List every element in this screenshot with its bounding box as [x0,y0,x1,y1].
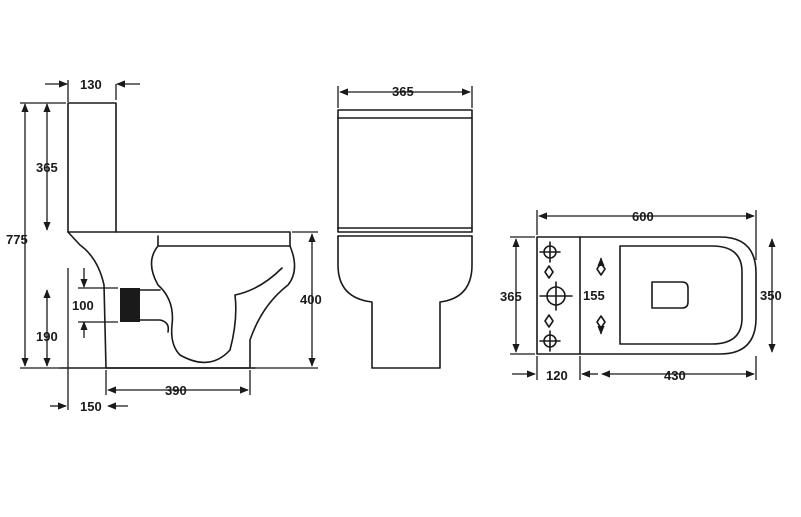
dim-130-ext [67,80,117,102]
dim-100-ext [78,287,118,323]
dim-365-front-ext [337,86,473,108]
dim-600-label: 600 [632,209,654,224]
side-outlet-pipe [120,288,140,322]
dim-120-ext [536,356,581,380]
dim-390-label: 390 [165,383,187,398]
top-fixing-star-3 [596,262,606,276]
dim-130-label: 130 [80,77,102,92]
top-fixing-star-4 [596,315,606,329]
top-fixing-hole-top [539,241,561,263]
dim-775-label: 775 [6,232,28,247]
top-seat-outline [619,245,743,345]
side-outlet-tube [139,289,170,333]
top-seat-hinge [651,281,689,309]
dim-365-top-ext [510,236,535,355]
front-cistern-outline [337,109,473,233]
side-cistern-outline [67,102,117,233]
side-view: 130 365 775 100 190 400 390 150 [6,77,322,414]
dim-100-label: 100 [72,298,94,313]
front-seat-line [337,227,473,237]
dim-150-label: 150 [80,399,102,414]
top-fixing-star-1 [544,265,554,279]
dim-120-label: 120 [546,368,568,383]
top-view: 600 365 155 350 120 430 [500,209,782,383]
dim-400-ext [252,231,318,369]
dim-365-side-label: 365 [36,160,58,175]
front-view: 365 [337,84,473,369]
side-pan-body [67,231,296,369]
dim-190-label: 190 [36,329,58,344]
side-pan-rim [115,231,291,247]
top-fixing-star-2 [544,314,554,328]
dim-600-ext [536,210,757,260]
dim-430-label: 430 [664,368,686,383]
top-fixing-hole-bottom [539,330,561,352]
dim-390-ext [105,370,251,395]
dim-775-ext [20,102,66,369]
dim-365-front-label: 365 [392,84,414,99]
dim-365-top-label: 365 [500,289,522,304]
side-bowl-trap [150,245,283,364]
dim-350-label: 350 [760,288,782,303]
top-outline [536,236,757,355]
dim-155-label: 155 [583,288,605,303]
top-fixing-hole-middle [539,281,573,311]
front-pan-body [337,235,473,369]
dim-400-label: 400 [300,292,322,307]
